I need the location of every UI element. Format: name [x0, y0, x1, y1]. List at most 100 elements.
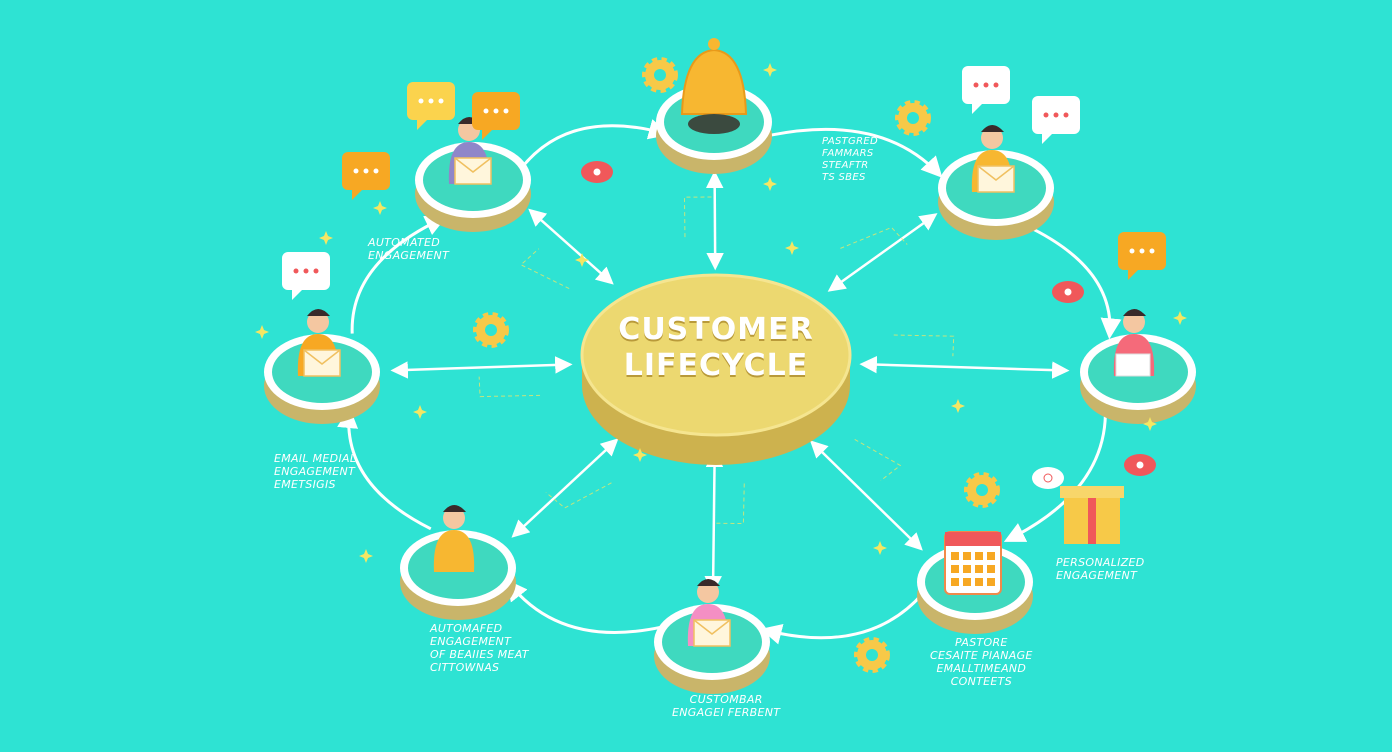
label-personalized-engagement: PERSONALIZED ENGAGEMENT: [1056, 556, 1145, 582]
sparkle-icon: [633, 448, 647, 462]
label-line: FAMMARS: [822, 148, 874, 159]
spoke-arrow-top: [705, 170, 724, 271]
cycle-arrow: [1003, 413, 1107, 542]
sparkle-icon: [359, 549, 373, 563]
person-with-laptop-icon: [1113, 309, 1155, 377]
chat-bubble-icon: [282, 252, 330, 300]
label-line: ENGAGEMENT: [1056, 569, 1138, 582]
dashed-sketch-line: [683, 196, 715, 238]
notification-badge-icon: [1124, 454, 1156, 476]
dashed-sketch-line: [478, 376, 541, 398]
sparkle-icon: [255, 325, 269, 339]
sparkle-icon: [1143, 417, 1157, 431]
node-top: [656, 38, 772, 174]
node-bottom: [654, 579, 770, 694]
gear-icon: [895, 100, 931, 136]
label-line: OF BEAIIES MEAT: [430, 648, 529, 661]
spoke-arrow-top-right: [827, 213, 938, 292]
calendar-icon: [944, 531, 1002, 595]
sparkle-icon: [575, 253, 589, 267]
gear-icon: [473, 312, 509, 348]
sparkle-icon: [785, 241, 799, 255]
sparkle-icon: [873, 541, 887, 555]
chat-bubble-icon: [342, 152, 390, 200]
label-customer-engagement: CUSTOMBAR ENGAGEI FERBENT: [672, 693, 780, 719]
node-bottom-right: [917, 531, 1033, 634]
sparkle-icon: [319, 231, 333, 245]
outer-cycle-path: [337, 119, 1122, 645]
center-title-line1: CUSTOMER: [618, 312, 814, 347]
label-line: STEAFTR: [822, 160, 869, 171]
dashed-sketch-line: [713, 483, 745, 525]
cycle-arrow: [1023, 223, 1122, 340]
sparkle-icon: [763, 63, 777, 77]
sparkle-icon: [951, 399, 965, 413]
label-line: ENGAGEMENT: [368, 249, 450, 262]
sparkle-icon: [413, 405, 427, 419]
chat-bubble-icon: [1032, 96, 1080, 144]
cycle-arrow: [770, 127, 943, 178]
label-line: ENGAGEMENT: [274, 465, 356, 478]
spoke-arrow-bottom-right: [809, 440, 923, 551]
label-line: CUSTOMBAR: [689, 693, 763, 706]
spoke-arrow-bottom: [704, 449, 724, 594]
label-email-engagement: EMAIL MEDIAL ENGAGEMENT EMETSIGIS: [274, 452, 356, 491]
spoke-arrow-right: [859, 355, 1070, 379]
spoke-arrow-top-left: [528, 208, 614, 285]
label-line: ENGAGEI FERBENT: [672, 706, 781, 719]
cycle-arrow: [520, 119, 670, 170]
notification-badge-icon: [581, 161, 613, 183]
label-line: CESAITE PIANAGE: [930, 649, 1033, 662]
dashed-sketch-line: [545, 482, 612, 509]
notification-badge-icon: [1052, 281, 1084, 303]
sparkle-icon: [1173, 311, 1187, 325]
spoke-arrow-left: [390, 356, 573, 379]
chat-bubble-icon: [962, 66, 1010, 114]
spoke-arrow-bottom-left: [511, 438, 619, 538]
label-line: AUTOMAFED: [430, 622, 503, 635]
spoke-arrows: [390, 170, 1070, 594]
cycle-arrow: [760, 593, 924, 645]
label-line: PASTORE: [955, 636, 1008, 649]
person-with-envelope-icon: [448, 117, 492, 185]
gear-icon: [854, 637, 890, 673]
label-line: EMETSIGIS: [274, 478, 336, 491]
label-line: ENGAGEMENT: [430, 635, 512, 648]
label-line: CITTOWNAS: [430, 661, 500, 674]
center-disc: [580, 273, 852, 465]
sparkle-icon: [763, 177, 777, 191]
person-with-envelope-icon: [687, 579, 731, 647]
gear-icon: [642, 57, 678, 93]
person-with-envelope-icon: [297, 309, 341, 377]
label-line: PASTGRED: [822, 136, 878, 147]
center-title: CUSTOMER LIFECYCLE: [586, 312, 846, 384]
gear-icon: [964, 472, 1000, 508]
label-line: AUTOMATED: [368, 236, 441, 249]
notification-badge-icon: [1032, 467, 1064, 489]
node-bottom-left: [400, 505, 516, 620]
cycle-arrow: [337, 407, 432, 531]
node-top-right: [938, 125, 1054, 240]
node-left: [264, 309, 380, 424]
bell-icon: [680, 38, 748, 134]
chat-bubble-icon: [407, 82, 455, 130]
cycle-arrow: [350, 215, 447, 334]
dashed-sketch-line: [520, 248, 570, 290]
label-line: TS SBES: [822, 172, 866, 183]
label-line: PERSONALIZED: [1056, 556, 1145, 569]
sparkle-icon: [373, 201, 387, 215]
label-line: EMAIL MEDIAL: [274, 452, 357, 465]
center-title-line2: LIFECYCLE: [623, 348, 809, 383]
label-line: EMALLTIMEAND: [936, 662, 1027, 675]
dashed-sketch-line: [893, 334, 955, 357]
chat-bubble-icon: [472, 92, 520, 140]
label-automated-engagement-2: AUTOMAFED ENGAGEMENT OF BEAIIES MEAT CIT…: [430, 622, 529, 674]
label-content: PASTORE CESAITE PIANAGE EMALLTIMEAND CON…: [930, 636, 1033, 688]
label-line: CONTEETS: [950, 675, 1012, 688]
decorations: [255, 57, 1187, 673]
label-top-right: PASTGRED FAMMARS STEAFTR TS SBES: [822, 136, 878, 184]
node-right: [1080, 309, 1196, 424]
gift-box-icon: [1060, 486, 1124, 544]
person-with-envelope-icon: [971, 125, 1015, 193]
